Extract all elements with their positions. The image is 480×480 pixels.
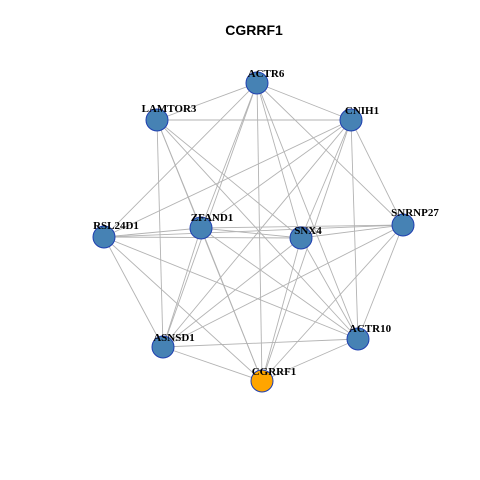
node-label-actr10: ACTR10 xyxy=(349,323,392,335)
edge-actr6-snx4 xyxy=(256,82,302,239)
edge-lamtor3-asnsd1 xyxy=(156,119,164,348)
edge-actr10-cgrrf1 xyxy=(261,338,359,382)
edge-rsl24d1-asnsd1 xyxy=(103,236,164,348)
edge-rsl24d1-cgrrf1 xyxy=(103,236,263,382)
edge-zfand1-snx4 xyxy=(200,227,302,239)
node-actr10[interactable] xyxy=(346,327,370,351)
node-label-snrnp27: SNRNP27 xyxy=(391,207,439,219)
node-snx4[interactable] xyxy=(289,226,313,250)
edge-rsl24d1-zfand1 xyxy=(103,227,202,238)
node-label-lamtor3: LAMTOR3 xyxy=(142,103,197,115)
node-label-asnsd1: ASNSD1 xyxy=(153,332,195,344)
edge-snrnp27-actr10 xyxy=(357,224,404,340)
edge-cnih1-zfand1 xyxy=(200,119,352,229)
node-cnih1[interactable] xyxy=(339,108,363,132)
edge-actr6-zfand1 xyxy=(200,82,258,229)
node-layer xyxy=(92,71,415,393)
edge-zfand1-actr10 xyxy=(200,227,359,340)
edge-cnih1-rsl24d1 xyxy=(103,119,352,238)
edge-zfand1-snrnp27 xyxy=(200,224,404,229)
edge-zfand1-cgrrf1 xyxy=(200,227,263,382)
edge-cnih1-snx4 xyxy=(300,119,352,239)
edge-snrnp27-asnsd1 xyxy=(162,224,404,348)
edge-rsl24d1-actr10 xyxy=(103,236,359,340)
edge-zfand1-asnsd1 xyxy=(162,227,202,348)
edge-actr6-asnsd1 xyxy=(162,82,258,348)
edge-actr6-actr10 xyxy=(256,82,359,340)
edge-snx4-asnsd1 xyxy=(162,237,302,348)
edge-snrnp27-rsl24d1 xyxy=(103,224,404,238)
edge-snx4-cgrrf1 xyxy=(261,237,302,382)
node-snrnp27[interactable] xyxy=(391,213,415,237)
edge-asnsd1-actr10 xyxy=(162,338,359,348)
node-cgrrf1[interactable] xyxy=(250,369,274,393)
edge-snx4-snrnp27 xyxy=(300,224,404,239)
edge-layer xyxy=(103,82,404,382)
edge-cnih1-snrnp27 xyxy=(350,119,404,226)
node-label-actr6: ACTR6 xyxy=(248,68,285,80)
node-label-cnih1: CNIH1 xyxy=(345,105,379,117)
node-rsl24d1[interactable] xyxy=(92,225,116,249)
diagram-title: CGRRF1 xyxy=(225,22,283,38)
edge-actr6-snrnp27 xyxy=(256,82,404,226)
node-actr6[interactable] xyxy=(245,71,269,95)
node-label-zfand1: ZFAND1 xyxy=(191,212,234,224)
edge-snx4-actr10 xyxy=(300,237,359,340)
node-zfand1[interactable] xyxy=(189,216,213,240)
node-lamtor3[interactable] xyxy=(145,108,169,132)
node-label-rsl24d1: RSL24D1 xyxy=(93,220,139,232)
edge-actr6-lamtor3 xyxy=(156,82,258,121)
edge-snrnp27-cgrrf1 xyxy=(261,224,404,382)
node-label-snx4: SNX4 xyxy=(294,225,322,237)
edge-lamtor3-snx4 xyxy=(156,119,302,239)
edge-lamtor3-actr10 xyxy=(156,119,359,340)
edge-actr6-cnih1 xyxy=(256,82,352,121)
edge-cnih1-cgrrf1 xyxy=(261,119,352,382)
node-label-cgrrf1: CGRRF1 xyxy=(252,366,297,378)
node-asnsd1[interactable] xyxy=(151,335,175,359)
edge-cnih1-actr10 xyxy=(350,119,359,340)
edge-asnsd1-cgrrf1 xyxy=(162,346,263,382)
edge-actr6-rsl24d1 xyxy=(103,82,258,238)
